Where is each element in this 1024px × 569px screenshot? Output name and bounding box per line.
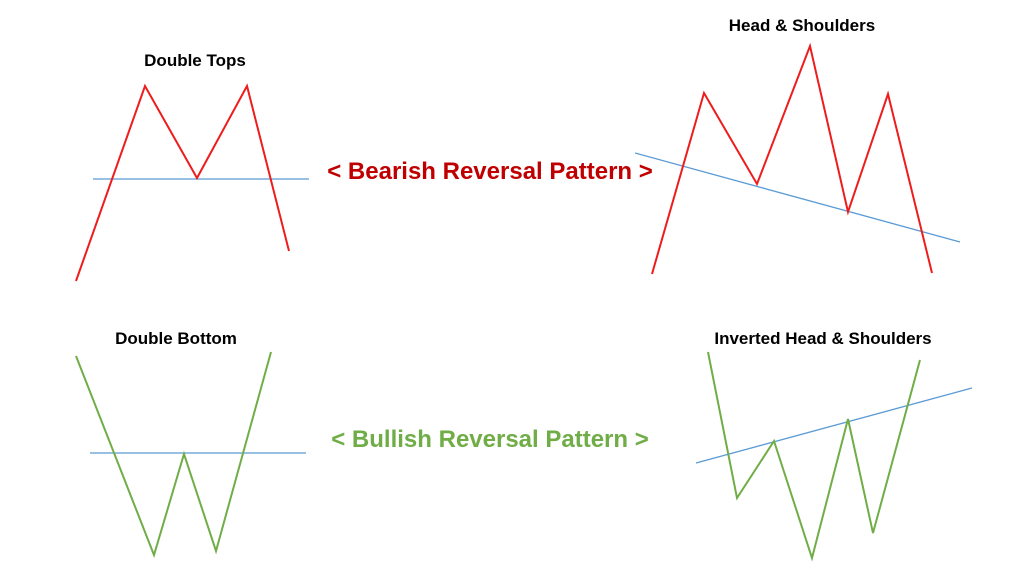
head-shoulders-panel: Head & Shoulders <box>634 16 961 275</box>
double-tops-panel: Double Tops <box>75 51 309 282</box>
head-shoulders-title: Head & Shoulders <box>729 16 875 35</box>
double-bottom-panel: Double Bottom <box>75 329 306 559</box>
bullish-reversal-label: < Bullish Reversal Pattern > <box>331 426 648 453</box>
head-shoulders-neckline <box>634 152 961 243</box>
double-bottom-price-line <box>75 351 272 559</box>
double-tops-price-line <box>75 83 290 282</box>
double-bottom-title: Double Bottom <box>115 329 237 348</box>
inverted-head-shoulders-neckline <box>695 387 973 464</box>
inverted-head-shoulders-panel: Inverted Head & Shoulders <box>695 329 973 562</box>
head-shoulders-price-line <box>651 42 933 275</box>
bearish-reversal-label: < Bearish Reversal Pattern > <box>327 158 653 185</box>
inverted-head-shoulders-title: Inverted Head & Shoulders <box>714 329 931 348</box>
double-tops-title: Double Tops <box>144 51 246 70</box>
inverted-head-shoulders-price-line <box>707 351 921 562</box>
